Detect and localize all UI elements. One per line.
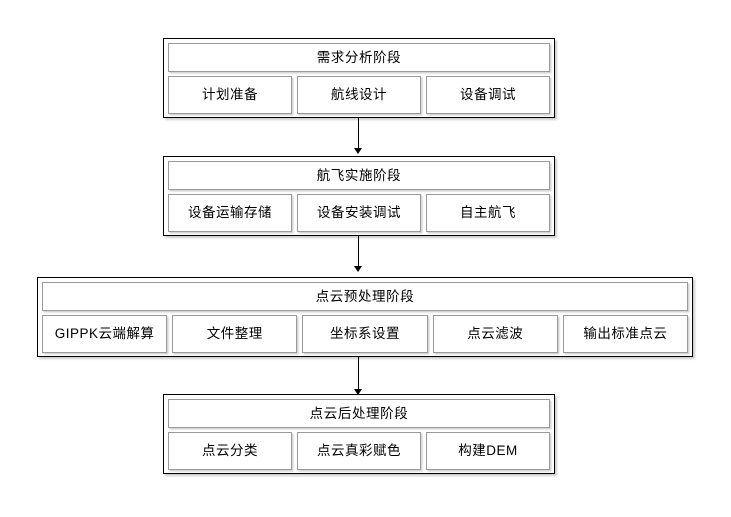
- stage-title: 航飞实施阶段: [168, 161, 550, 190]
- stage-item[interactable]: 坐标系设置: [302, 315, 428, 353]
- stage-pointcloud-preprocessing[interactable]: 点云预处理阶段 GIPPK云端解算 文件整理 坐标系设置 点云滤波 输出标准点云: [37, 277, 693, 357]
- arrow-shaft: [358, 357, 360, 389]
- stage-requirement-analysis[interactable]: 需求分析阶段 计划准备 航线设计 设备调试: [163, 38, 555, 118]
- stage-title: 点云预处理阶段: [42, 282, 688, 311]
- stage-item[interactable]: 计划准备: [168, 76, 292, 114]
- stage-title: 需求分析阶段: [168, 43, 550, 72]
- connector-arrow-3: [352, 357, 366, 395]
- stage-item[interactable]: 输出标准点云: [562, 315, 689, 353]
- arrow-shaft: [358, 236, 360, 266]
- stage-items: 设备运输存储 设备安装调试 自主航飞: [168, 194, 550, 232]
- stage-item[interactable]: 设备调试: [426, 76, 550, 114]
- arrow-down-icon: [354, 148, 362, 154]
- stage-title: 点云后处理阶段: [168, 399, 550, 428]
- stage-items: GIPPK云端解算 文件整理 坐标系设置 点云滤波 输出标准点云: [42, 315, 689, 353]
- arrow-shaft: [358, 118, 360, 148]
- stage-item[interactable]: 设备运输存储: [168, 194, 292, 232]
- stage-pointcloud-postprocessing[interactable]: 点云后处理阶段 点云分类 点云真彩赋色 构建DEM: [163, 394, 555, 474]
- arrow-down-icon: [354, 266, 362, 272]
- stage-items: 计划准备 航线设计 设备调试: [168, 76, 550, 114]
- stage-flight-implementation[interactable]: 航飞实施阶段 设备运输存储 设备安装调试 自主航飞: [163, 156, 555, 236]
- stage-item[interactable]: 点云分类: [168, 432, 292, 470]
- stage-item[interactable]: 点云滤波: [432, 315, 558, 353]
- stage-items: 点云分类 点云真彩赋色 构建DEM: [168, 432, 550, 470]
- stage-item[interactable]: 自主航飞: [426, 194, 550, 232]
- stage-item[interactable]: 点云真彩赋色: [297, 432, 421, 470]
- stage-item[interactable]: 航线设计: [297, 76, 421, 114]
- stage-item[interactable]: 文件整理: [172, 315, 298, 353]
- stage-item[interactable]: 设备安装调试: [297, 194, 421, 232]
- stage-item[interactable]: 构建DEM: [426, 432, 550, 470]
- arrow-down-icon: [354, 389, 362, 395]
- connector-arrow-1: [352, 118, 366, 154]
- stage-item[interactable]: GIPPK云端解算: [42, 315, 168, 353]
- connector-arrow-2: [352, 236, 366, 272]
